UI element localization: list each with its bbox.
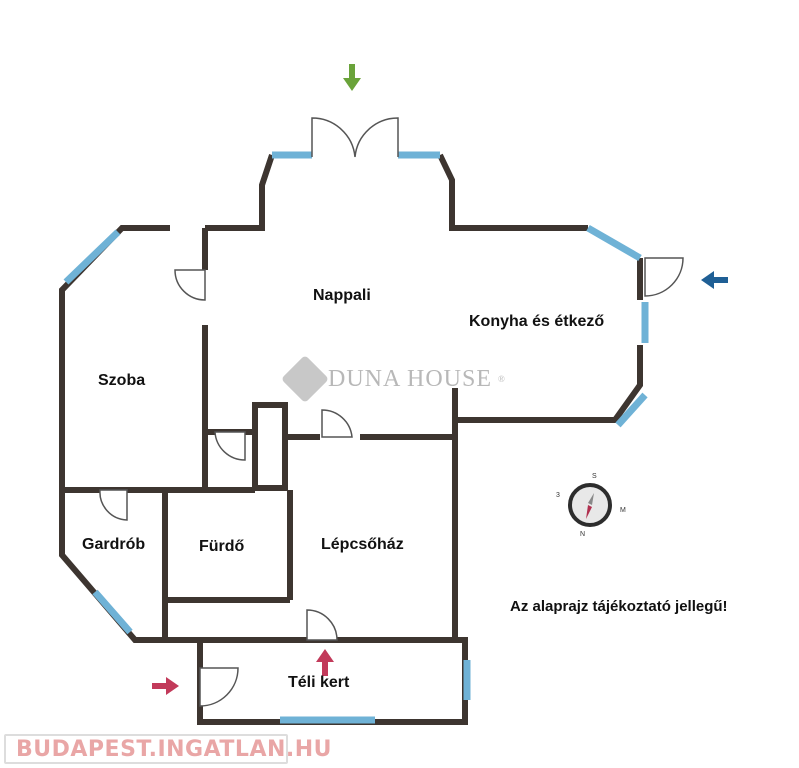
budapest-ingatlan-logo: BUDAPEST.INGATLAN.HU (4, 734, 332, 764)
walls (59, 153, 643, 725)
footer-logo-text: BUDAPEST.INGATLAN.HU (16, 736, 333, 762)
entry-arrow-blue-icon (701, 271, 728, 289)
wall-top-right (437, 153, 588, 231)
windows (63, 151, 649, 724)
wall-outer-left (59, 225, 455, 643)
svg-text:N: N (580, 531, 585, 538)
wall-right (455, 345, 643, 423)
compass-icon (568, 483, 612, 527)
svg-text:M: M (620, 507, 626, 514)
compass-labels: S M N 3 (556, 473, 626, 538)
watermark-brand: DUNA HOUSE (328, 365, 493, 392)
duna-house-watermark: DUNA HOUSE ® (280, 354, 506, 404)
room-label-lepcsohaz: Lépcsőház (321, 536, 404, 553)
arrows (152, 64, 728, 695)
room-label-konyha: Konyha és étkező (469, 313, 605, 330)
wall-szoba (62, 325, 208, 493)
room-label-szoba: Szoba (98, 372, 146, 389)
disclaimer-text: Az alaprajz tájékoztató jellegű! (510, 598, 728, 615)
entry-arrow-red-right-icon (152, 677, 179, 695)
entry-arrow-red-up-icon (316, 649, 334, 676)
wall-top-left (205, 154, 275, 231)
svg-text:S: S (592, 473, 597, 480)
room-label-furdo: Fürdő (199, 538, 245, 555)
room-label-gardrob: Gardrób (82, 536, 146, 553)
watermark-registered: ® (498, 374, 506, 384)
duna-house-logo-icon (280, 354, 330, 404)
shaft (252, 402, 288, 491)
doors (99, 117, 684, 707)
room-label-teli-kert: Téli kert (288, 674, 350, 691)
entry-arrow-green-icon (343, 64, 361, 91)
room-label-nappali: Nappali (313, 287, 371, 304)
svg-text:3: 3 (556, 492, 560, 499)
